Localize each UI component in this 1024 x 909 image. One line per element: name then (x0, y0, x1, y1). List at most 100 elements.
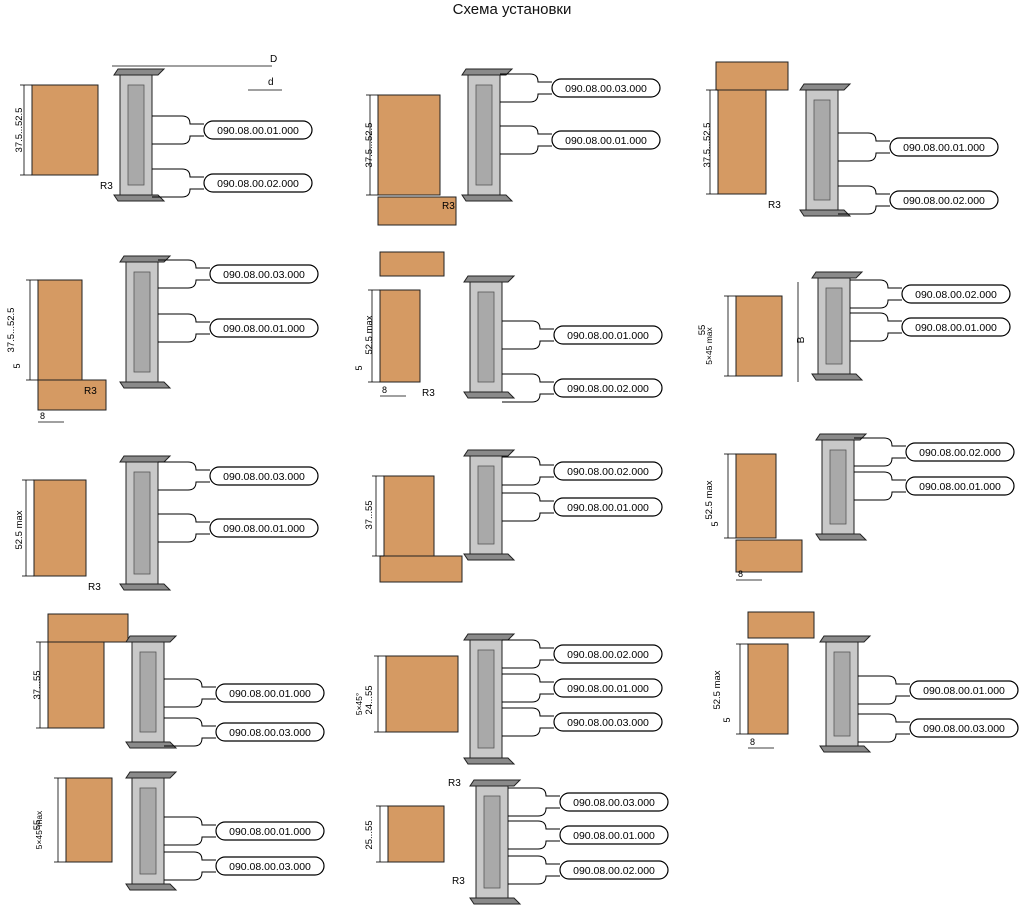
workpiece (31, 84, 99, 176)
dimension-label: 52.5 max (14, 510, 25, 549)
cutter-arm (854, 437, 906, 467)
cutter-arm (838, 185, 890, 215)
setup-panel-p4: 37.5...52.558R3090.08.00.03.000090.08.00… (6, 255, 319, 423)
workpiece-block (379, 251, 445, 277)
part-code-pill (209, 518, 319, 538)
cutter-arm (158, 461, 210, 491)
cutter-arm (858, 713, 910, 743)
dimension-label: 5×45°max (34, 810, 44, 849)
dimension-label: 55 (32, 820, 43, 831)
workpiece (379, 289, 421, 383)
cutter-arm (158, 313, 210, 343)
cutter-arm (508, 787, 560, 817)
dimension-label: 37.5...52.5 (364, 123, 375, 168)
cutter-flange-top (463, 633, 516, 641)
part-code-pill (909, 680, 1019, 700)
setup-panel-p3: 37.5...52.5R3090.08.00.01.000090.08.00.0… (702, 61, 999, 217)
part-code-pill (203, 173, 313, 193)
part-code-pill (203, 120, 313, 140)
dimension-label: 8 (738, 569, 743, 579)
cutter-flange-top (461, 68, 514, 76)
cutter-flange-bottom (125, 883, 178, 891)
cutter-core (483, 795, 501, 889)
dimension-label: 37...55 (364, 500, 375, 529)
workpiece-block (715, 61, 789, 91)
part-code-pill (553, 644, 663, 664)
radius-label: R3 (84, 386, 97, 397)
dimension-label: 37...55 (32, 670, 43, 699)
dimension-label: 8 (382, 385, 387, 395)
cutter-flange-bottom (119, 381, 172, 389)
part-code: 090.08.00.02.000 (919, 447, 1001, 459)
cutter-arm (502, 707, 554, 737)
workpiece (717, 89, 767, 195)
setup-panel-p2: 37.5...52.5R3090.08.00.03.000090.08.00.0… (364, 68, 661, 226)
part-code-pill (553, 678, 663, 698)
workpiece-block (747, 611, 815, 639)
radius-label: R3 (88, 582, 101, 593)
cutter-flange-top (119, 255, 172, 263)
part-code: 090.08.00.03.000 (229, 727, 311, 739)
workpiece (747, 643, 789, 735)
part-code: 090.08.00.03.000 (565, 83, 647, 95)
part-code-pill (215, 856, 325, 876)
part-code: 090.08.00.02.000 (567, 466, 649, 478)
cutter-flange-top (811, 271, 864, 279)
dimension-label: 5 (12, 363, 22, 368)
workpiece (37, 279, 83, 381)
radius-label: R3 (422, 388, 435, 399)
cutter-arm (164, 851, 216, 881)
part-code: 090.08.00.01.000 (923, 685, 1005, 697)
dimension-label: 52.5 max (704, 480, 715, 519)
cutter-arm (508, 855, 560, 885)
cutter-arm (158, 513, 210, 543)
setup-panel-p14: 25...55R3R3090.08.00.03.000090.08.00.01.… (364, 778, 669, 905)
cutter-flange-top (125, 771, 178, 779)
radius-label: R3 (452, 876, 465, 887)
part-code-pill (905, 476, 1015, 496)
cutter-flange-top (469, 779, 522, 787)
cutter-flange-top (125, 635, 178, 643)
part-code: 090.08.00.01.000 (223, 323, 305, 335)
part-code-pill (559, 825, 669, 845)
cutter-arm (500, 73, 552, 103)
part-code: 090.08.00.01.000 (565, 135, 647, 147)
dimension-label: B (796, 336, 807, 343)
part-code: 090.08.00.01.000 (573, 830, 655, 842)
radius-label: R3 (768, 200, 781, 211)
setup-panel-p12: 52.5 max58090.08.00.01.000090.08.00.03.0… (712, 611, 1019, 753)
workpiece (33, 479, 87, 577)
part-code: 090.08.00.02.000 (573, 865, 655, 877)
cutter-flange-bottom (799, 209, 852, 217)
workpiece-block (37, 379, 107, 411)
cutter-flange-bottom (463, 553, 516, 561)
workpiece (377, 94, 441, 196)
cutter-core (139, 787, 157, 875)
cutter-arm (152, 168, 204, 198)
part-code: 090.08.00.01.000 (919, 481, 1001, 493)
workpiece (383, 475, 435, 557)
cutter-flange-bottom (113, 194, 166, 202)
radius-label: R3 (100, 181, 113, 192)
cutter-arm (502, 492, 554, 522)
cutter-arm (508, 820, 560, 850)
cutter-arm (502, 673, 554, 703)
cutter-flange-bottom (461, 194, 514, 202)
cutter-core (813, 99, 831, 201)
cutter-core (825, 287, 843, 365)
workpiece (385, 655, 459, 733)
cutter-flange-bottom (469, 897, 522, 905)
dimension-label: d (268, 77, 274, 88)
part-code: 090.08.00.02.000 (903, 195, 985, 207)
part-code: 090.08.00.01.000 (903, 142, 985, 154)
part-code-pill (209, 318, 319, 338)
dimension-label: 8 (750, 737, 755, 747)
workpiece (47, 641, 105, 729)
part-code-pill (551, 130, 661, 150)
part-code-pill (553, 712, 663, 732)
